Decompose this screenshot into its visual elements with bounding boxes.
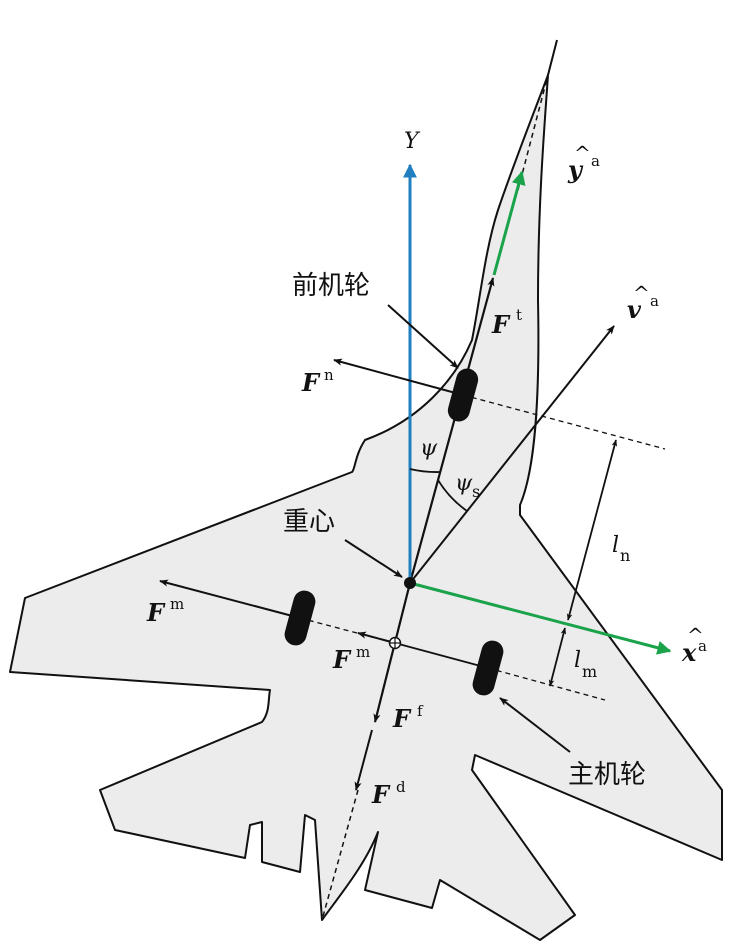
- ln-dimension-arrow: [566, 439, 618, 621]
- x-hat-hat: ^: [687, 623, 704, 647]
- drag-force-sup: d: [396, 778, 406, 796]
- nose-wheel: [447, 368, 479, 422]
- body-axis-line-rear: [373, 582, 412, 723]
- thrust-force-label: F: [491, 310, 511, 339]
- psi-s-arc: [437, 479, 468, 512]
- y-axis-label: Y: [404, 129, 421, 154]
- psi-label: ψ: [420, 436, 438, 461]
- psi-s-label: ψ: [455, 471, 473, 496]
- main-wheel-left: [284, 590, 316, 646]
- main-wheel-label: 主机轮: [568, 760, 646, 790]
- main-wheel-leader: [499, 697, 571, 753]
- v-hat-hat: ^: [633, 281, 650, 305]
- lm-label: l: [574, 648, 581, 673]
- friction-force-sup: f: [417, 702, 424, 720]
- body-axis-dashed-rear: [321, 789, 359, 921]
- main-center-force-sup: m: [356, 643, 370, 661]
- y-hat-hat: ^: [574, 141, 591, 165]
- nose-force-sup: n: [324, 366, 334, 384]
- friction-force-label: F: [392, 704, 412, 733]
- y-hat-axis-arrow: [492, 170, 526, 276]
- main-axle-right: [394, 642, 489, 669]
- main-center-force-label: F: [332, 645, 352, 674]
- main-center-force-arrow: [357, 631, 396, 644]
- y-hat-label: y: [567, 155, 584, 184]
- x-hat-label: x: [681, 638, 697, 667]
- y-hat-sup: a: [591, 152, 600, 170]
- main-left-force-sup: m: [170, 595, 184, 613]
- main-left-force-arrow: [159, 579, 301, 619]
- main-left-force-label: F: [146, 598, 166, 627]
- nose-tip-line: [547, 39, 558, 76]
- ln-label: l: [612, 533, 619, 558]
- cg-label: 重心: [283, 507, 335, 537]
- main-wheel-right: [472, 640, 504, 696]
- nose-wheel-axle-dashed: [462, 394, 666, 450]
- body-axis-line: [408, 277, 495, 584]
- x-hat-sup: a: [698, 637, 707, 655]
- v-hat-sup: a: [650, 292, 659, 310]
- velocity-arrow: [409, 325, 615, 584]
- aircraft-silhouette: [9, 74, 723, 941]
- nose-wheel-label: 前机轮: [292, 271, 370, 301]
- psi-arc: [409, 468, 441, 473]
- nose-force-arrow: [333, 358, 464, 396]
- lm-sub: m: [582, 662, 597, 681]
- psi-s-sub: s: [472, 482, 480, 501]
- ln-sub: n: [620, 546, 630, 565]
- v-hat-label: v: [627, 295, 642, 324]
- thrust-force-sup: t: [516, 306, 522, 324]
- main-axle-dashed-right: [487, 667, 606, 701]
- lm-dimension-arrow: [548, 627, 567, 687]
- center-of-gravity-dot: [404, 577, 416, 589]
- drag-force-label: F: [371, 780, 391, 809]
- x-hat-axis-arrow: [409, 581, 672, 655]
- nose-wheel-leader: [387, 304, 459, 369]
- nose-force-label: F: [301, 368, 321, 397]
- drag-arrow: [354, 729, 373, 791]
- cg-leader: [344, 539, 403, 578]
